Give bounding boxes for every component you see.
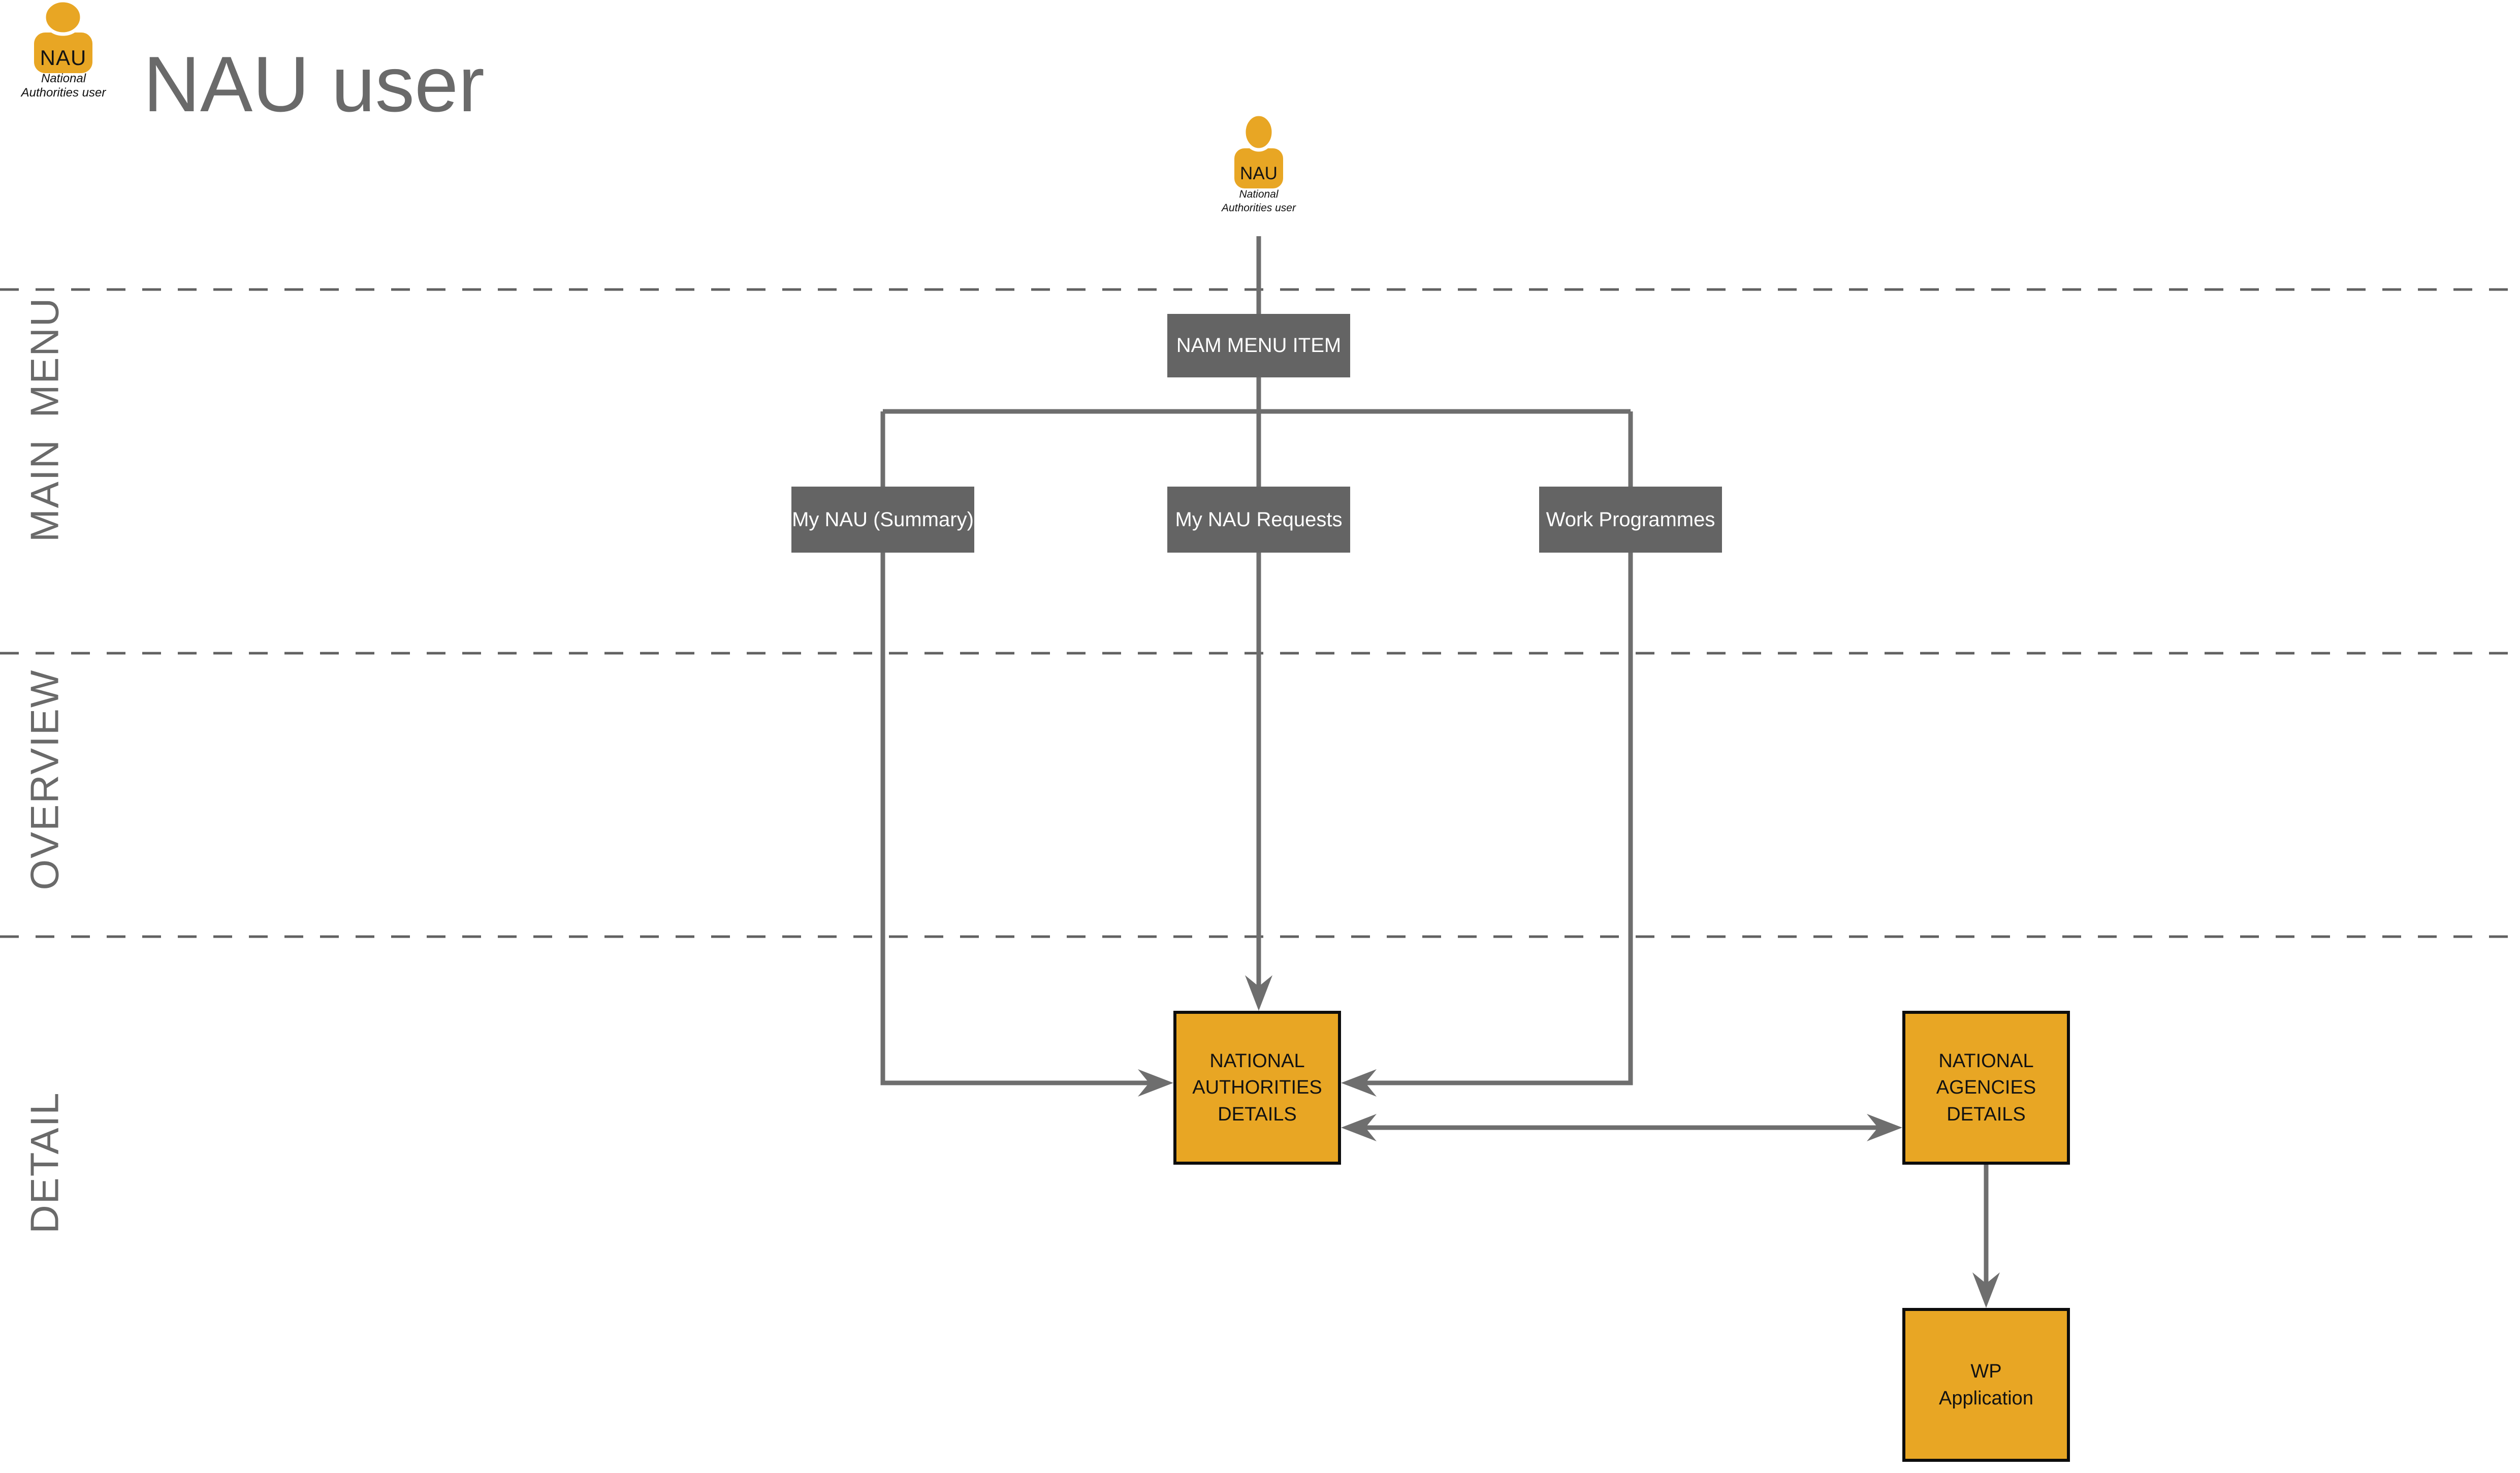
actor-acronym-label: NAU: [1240, 164, 1278, 183]
node-my-nau-summary: My NAU (Summary): [791, 487, 974, 553]
connectors: [880, 236, 1989, 1284]
lane-label-main-menu: MAIN MENU: [22, 297, 67, 542]
nau-user-logo-icon: [34, 0, 92, 73]
node-national-authorities-details: NATIONAL AUTHORITIES DETAILS: [1173, 1011, 1341, 1165]
arrowhead-left-into-nad: [1341, 1069, 1377, 1097]
logo-icon-head: [42, 0, 84, 36]
nad-line2: AUTHORITIES: [1192, 1077, 1322, 1099]
lane-label-detail: DETAIL: [22, 1092, 67, 1234]
page-title: NAU user: [143, 40, 485, 128]
logo-caption-line2: Authorities user: [21, 86, 106, 100]
nad-line1: NATIONAL: [1209, 1050, 1305, 1072]
logo-acronym-label: NAU: [40, 46, 87, 70]
actor-icon-body: [1234, 148, 1283, 188]
arrowheads: [1138, 975, 2000, 1308]
arrowhead-right-into-nad: [1138, 1069, 1173, 1097]
wp-line1: WP: [1970, 1361, 2002, 1383]
wp-line2: Application: [1939, 1387, 2033, 1409]
nagd-line2: AGENCIES: [1936, 1077, 2036, 1099]
node-wp-application: WP Application: [1902, 1308, 2070, 1462]
logo-icon-body: [34, 33, 92, 73]
actor-caption: National Authorities user: [1183, 187, 1335, 215]
node-work-programmes: Work Programmes: [1539, 487, 1722, 553]
actor-caption-line2: Authorities user: [1222, 202, 1296, 214]
arrowhead-left-into-nad-lower: [1341, 1114, 1377, 1141]
node-nam-menu-item: NAM MENU ITEM: [1167, 314, 1350, 377]
logo-caption-line1: National: [41, 72, 86, 85]
nagd-line1: NATIONAL: [1938, 1050, 2034, 1072]
nad-line3: DETAILS: [1218, 1103, 1297, 1125]
actor-caption-line1: National: [1239, 188, 1279, 200]
arrowhead-down-into-wp: [1972, 1272, 2000, 1308]
node-my-nau-requests: My NAU Requests: [1167, 487, 1350, 553]
connector-workprog-to-nad: [1365, 411, 1633, 1085]
lane-label-overview: OVERVIEW: [22, 669, 67, 890]
nagd-line3: DETAILS: [1947, 1103, 2026, 1125]
logo-caption: National Authorities user: [5, 72, 122, 101]
arrowhead-down-into-nad: [1245, 975, 1272, 1011]
node-national-agencies-details: NATIONAL AGENCIES DETAILS: [1902, 1011, 2070, 1165]
nau-user-icon: [1234, 112, 1283, 188]
actor-icon-head: [1242, 112, 1275, 152]
arrowhead-right-into-nagd: [1867, 1114, 1902, 1141]
connector-summary-to-nad: [880, 411, 1149, 1085]
